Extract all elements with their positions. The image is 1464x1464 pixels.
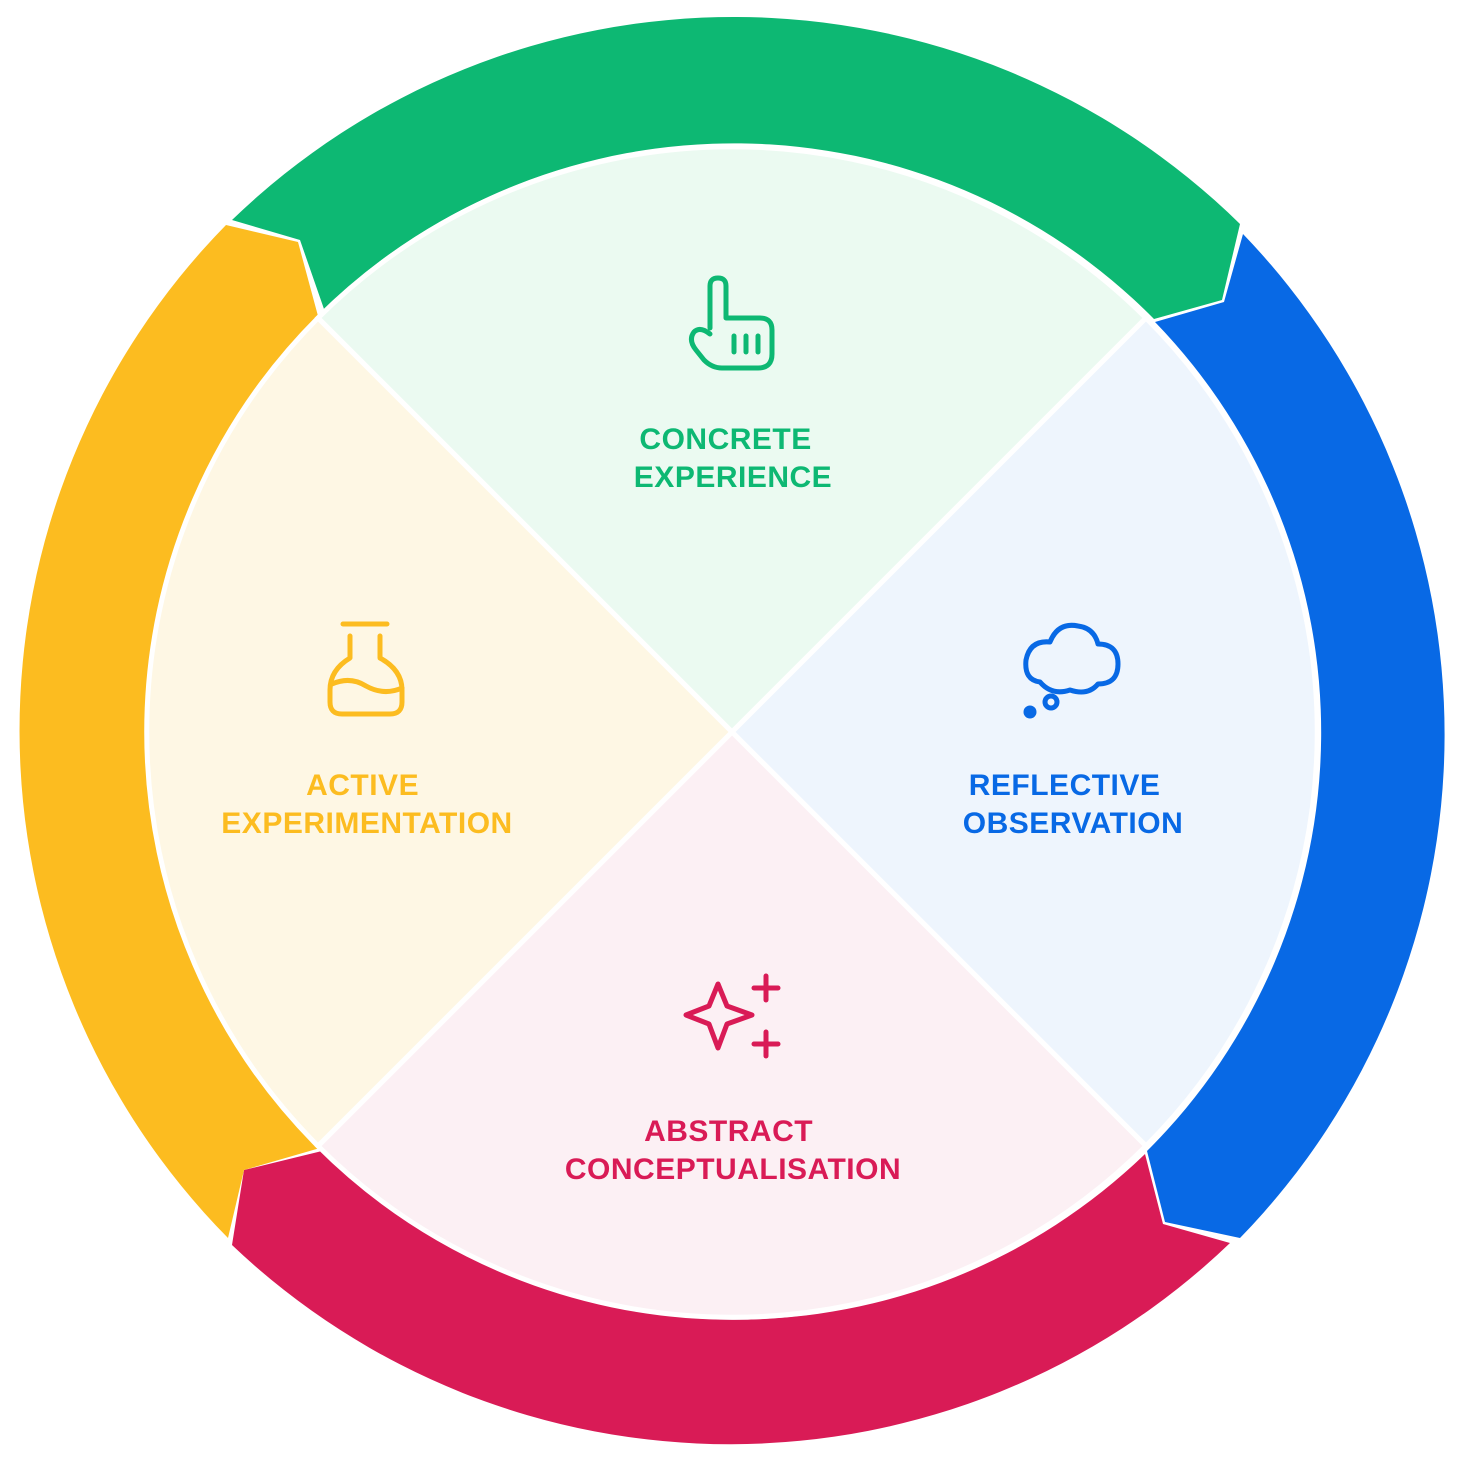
label-abstract-conceptualisation: ABSTRACT CONCEPTUALISATION [565,1115,901,1186]
arc-reflective-observation [1147,234,1445,1238]
label-concrete-experience: CONCRETE EXPERIENCE [634,423,832,494]
label-line: CONCEPTUALISATION [565,1153,901,1186]
label-reflective-observation: REFLECTIVE OBSERVATION [963,769,1184,840]
label-line: ACTIVE [306,769,419,802]
quadrant-active-experimentation [144,314,736,1150]
label-line: REFLECTIVE [969,769,1161,802]
label-line: CONCRETE [639,423,811,456]
arc-active-experimentation [19,225,321,1238]
label-line: EXPERIMENTATION [221,807,512,840]
label-active-experimentation: ACTIVE EXPERIMENTATION [221,769,512,840]
flask-icon [327,621,405,717]
pointing-hand-icon [688,275,775,371]
quadrant-reflective-observation [728,314,1320,1150]
quadrant-concrete-experience [314,144,1150,736]
arc-abstract-conceptualisation [232,1151,1230,1445]
label-line: EXPERIENCE [634,461,832,494]
thought-cloud-icon [1023,622,1121,719]
label-line: ABSTRACT [644,1115,813,1148]
label-line: OBSERVATION [963,807,1184,840]
arc-concrete-experience [232,16,1240,320]
sparkles-icon [683,973,781,1059]
